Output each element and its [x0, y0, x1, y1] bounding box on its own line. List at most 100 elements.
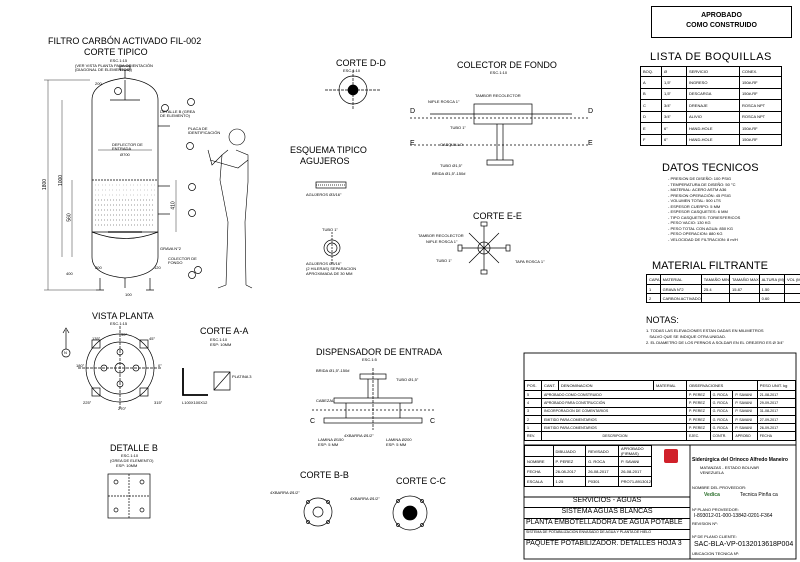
dim-560: 560 — [66, 213, 73, 222]
dispensador-l3: CABEZAL — [316, 398, 335, 403]
datos-line: - VOLUMEN TOTAL: 500 LTS — [668, 198, 721, 203]
cliente-number: SAC-BLA-VP-0132013618P004 — [694, 541, 794, 548]
datos-line: - PESO TOTAL CON AGUA: 850 KG — [668, 225, 733, 231]
vista-planta-geometry — [61, 326, 162, 410]
col-cant: CANT. — [541, 380, 559, 391]
table-cell: HAND-HOLE — [686, 122, 740, 135]
col-boq: BOQ. — [640, 66, 662, 77]
tb-blank — [524, 445, 554, 457]
human-figure — [207, 128, 253, 289]
esquema-l2: TUBO 1" — [322, 227, 338, 232]
tb-dibujado: DIBUJADO — [552, 445, 587, 457]
rev-fecha: 29-09-2017 — [756, 398, 797, 408]
detalle-b-title: DETALLE B — [110, 443, 158, 453]
table-cell: HAND-HOLE — [686, 133, 740, 146]
angle-180: 180° — [76, 363, 85, 368]
table-cell: ALIVIO — [686, 110, 740, 123]
table-cell: B — [640, 87, 662, 100]
table-cell: 3/4" — [661, 110, 687, 123]
colector-l1: TAMBOR RECOLECTOR — [475, 93, 521, 98]
rev-contr: G. ROCA — [709, 389, 734, 400]
contractor-logo: Vedica — [704, 492, 720, 498]
table-cell: 6" — [661, 122, 687, 135]
corte-ee-l1: TAMBOR RECOLECTOR — [418, 233, 464, 238]
rev-ejec: P. PEREZ — [686, 406, 711, 416]
label-deflector: DEFLECTOR DE ENTRADA — [112, 142, 143, 151]
colector-e1: E — [410, 140, 415, 147]
corte-aa-title: CORTE A-A — [200, 326, 249, 336]
corte-ee-l4: TAPA ROSCA 1" — [515, 259, 545, 264]
project-line-1: SERVICIOS - AGUAS — [524, 497, 690, 508]
nota-line: 1. TODAS LAS ELEVACIONES ESTAN DADAS EN … — [646, 328, 764, 333]
dispensador-l4: LAMINA Ø150 — [318, 437, 344, 442]
corte-tipico-scale: ESC.1:15 — [110, 58, 128, 63]
colector-d1: D — [410, 108, 416, 115]
table-cell: 2 — [646, 293, 661, 303]
colector-d2: D — [588, 108, 594, 115]
table-cell: 150#-RF — [739, 133, 782, 146]
datos-line: - ESPESOR CUERPO: 5 MM — [668, 203, 721, 209]
rev-number: 1 — [524, 423, 542, 433]
footer-ejec: EJEC. — [686, 431, 711, 441]
tb-n1: P. PEREZ — [552, 456, 587, 467]
col-material: MATERIAL — [659, 274, 702, 285]
revisions-footer-row: REV. DESCRIPCION EJEC. CONTR. APROBO FEC… — [524, 431, 797, 441]
footer-rev: REV. — [524, 431, 542, 441]
angle-225: 225° — [83, 400, 92, 405]
table-cell: 3/4" — [661, 99, 687, 112]
notas-list: 1. TODAS LAS ELEVACIONES ESTAN DADAS EN … — [646, 328, 784, 346]
dispensador-title: DISPENSADOR DE ENTRADA — [316, 347, 443, 357]
table-cell — [783, 293, 800, 303]
dispensador-l2: TUBO Ø1,5" — [396, 377, 419, 382]
corte-bb-title: CORTE B-B — [300, 470, 349, 480]
stamp-line-2: COMO CONSTRUIDO — [686, 22, 757, 29]
rev-aprobo: P. SAVANI — [732, 398, 758, 408]
colector-l6: BRIDA Ø1,5"-150# — [432, 171, 466, 176]
table-cell: F — [640, 133, 662, 146]
corte-aa-scale: ESC.1:10 — [210, 337, 228, 342]
project-line-2: SISTEMA AGUAS BLANCAS — [524, 508, 690, 519]
datos-line: - PRESION DE DISEÑO: 100 PSIG — [668, 176, 732, 181]
rev-description: EMITIDO PARA COMENTARIOS — [541, 414, 687, 425]
corte-cc-geometry — [392, 495, 428, 531]
project-lines: SERVICIOS - AGUAS SISTEMA AGUAS BLANCAS … — [524, 497, 690, 550]
corte-dd-geometry — [325, 70, 381, 110]
angle-90: 90° — [121, 332, 128, 337]
main-title: FILTRO CARBÓN ACTIVADO FIL-002 — [48, 36, 202, 46]
esquema-l3: AGUJEROS Ø3/16" — [306, 261, 342, 266]
col-diam: Ø — [661, 66, 687, 77]
corte-tipico-note: (VER VISTA PLANTA PARA ORIENTACIÓN (DIAG… — [75, 63, 153, 72]
prov-label: Nº PLANO PROVEEDOR: — [692, 507, 739, 512]
detalle-b-esp: ESP: 10MM — [116, 463, 138, 468]
corte-ee-geometry — [457, 221, 511, 275]
dispensador-l5: ESP: 5 MM — [318, 442, 339, 447]
dispensador-l6: 4XBARRA Ø1/2" — [344, 433, 374, 438]
label-colector: COLECTOR DE FONDO — [168, 256, 197, 265]
dim-410: 410 — [170, 201, 177, 210]
table-cell: ROSCA NPT — [739, 110, 782, 123]
col-altura: ALTURA (M) — [758, 274, 786, 285]
dispensador-geometry — [312, 368, 434, 430]
rev-description: INCORPORACION DE COMENTARIOS — [541, 406, 687, 416]
table-cell — [700, 293, 731, 303]
table-cell: DESCARGA — [686, 87, 740, 100]
corte-cc-l1: 4XBARRA Ø1/2" — [350, 496, 380, 501]
rev-fecha: 21-08-2017 — [756, 389, 797, 400]
boquillas-title: LISTA DE BOQUILLAS — [650, 51, 772, 63]
tb-code1: P0301 — [585, 476, 619, 487]
table-cell: 15.87 — [729, 284, 760, 294]
table-cell: E — [640, 122, 662, 135]
table-cell: A — [640, 76, 662, 89]
detalle-b-s2: (GREA DE ELEMENTO) — [110, 458, 154, 463]
cliente-label: Nº DE PLANO CLIENTE: — [692, 534, 737, 539]
ubic-label: UBICACION TECNICA Nº: — [692, 551, 740, 556]
contractor-label: NOMBRE DEL PROVEEDOR: — [692, 485, 747, 490]
tb-escala: ESCALA — [524, 476, 554, 487]
dispensador-scale: ESC.1:5 — [362, 357, 377, 362]
